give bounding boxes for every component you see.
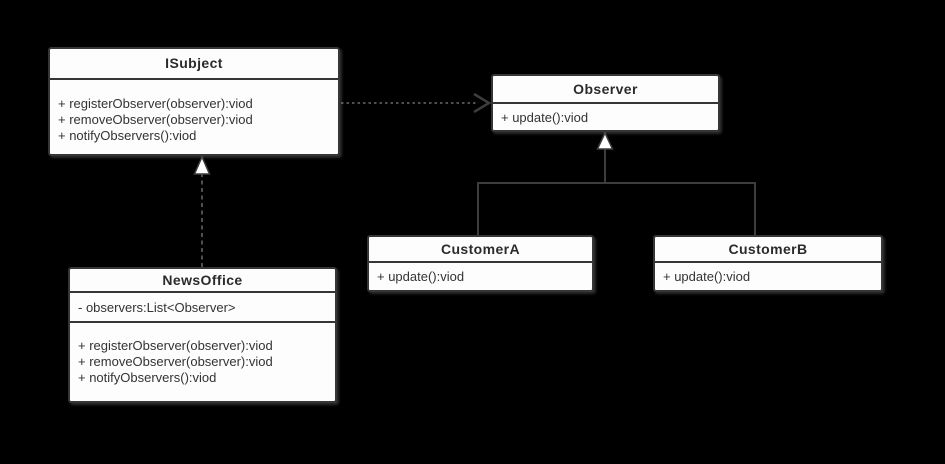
hollow-triangle-arrowhead <box>193 155 211 175</box>
method-entry: + update():viod <box>501 110 589 125</box>
generalization-customers-observer <box>477 131 756 235</box>
class-methods: + update():viod <box>655 263 881 285</box>
class-box-customer-a: CustomerA + update():viod <box>367 235 594 292</box>
class-title: CustomerB <box>655 237 881 263</box>
hollow-triangle-arrowhead <box>596 131 614 150</box>
class-title: Observer <box>493 76 718 104</box>
method-entry: + update():viod <box>377 269 465 284</box>
method-entry: + notifyObservers():viod <box>78 370 217 385</box>
class-box-customer-b: CustomerB + update():viod <box>653 235 883 292</box>
class-methods: + update():viod <box>493 104 718 126</box>
class-box-isubject: ISubject + registerObserver(observer):vi… <box>48 47 340 156</box>
class-methods: + registerObserver(observer):viod + remo… <box>50 80 338 144</box>
class-box-news-office: NewsOffice - observers:List<Observer> + … <box>68 267 337 403</box>
method-entry: + removeObserver(observer):viod <box>78 354 273 369</box>
class-title: ISubject <box>50 49 338 80</box>
dependency-isubject-observer <box>341 92 492 114</box>
method-entry: + registerObserver(observer):viod <box>58 96 253 111</box>
realization-newsoffice-isubject <box>193 155 211 267</box>
open-arrowhead <box>473 92 492 114</box>
field-entry: - observers:List<Observer> <box>78 300 236 315</box>
method-entry: + registerObserver(observer):viod <box>78 338 273 353</box>
class-fields: - observers:List<Observer> <box>70 293 335 323</box>
class-title: NewsOffice <box>70 269 335 293</box>
class-methods: + update():viod <box>369 263 592 285</box>
class-methods: + registerObserver(observer):viod + remo… <box>70 323 335 386</box>
method-entry: + notifyObservers():viod <box>58 128 197 143</box>
class-box-observer: Observer + update():viod <box>491 74 720 132</box>
class-title: CustomerA <box>369 237 592 263</box>
method-entry: + update():viod <box>663 269 751 284</box>
method-entry: + removeObserver(observer):viod <box>58 112 253 127</box>
